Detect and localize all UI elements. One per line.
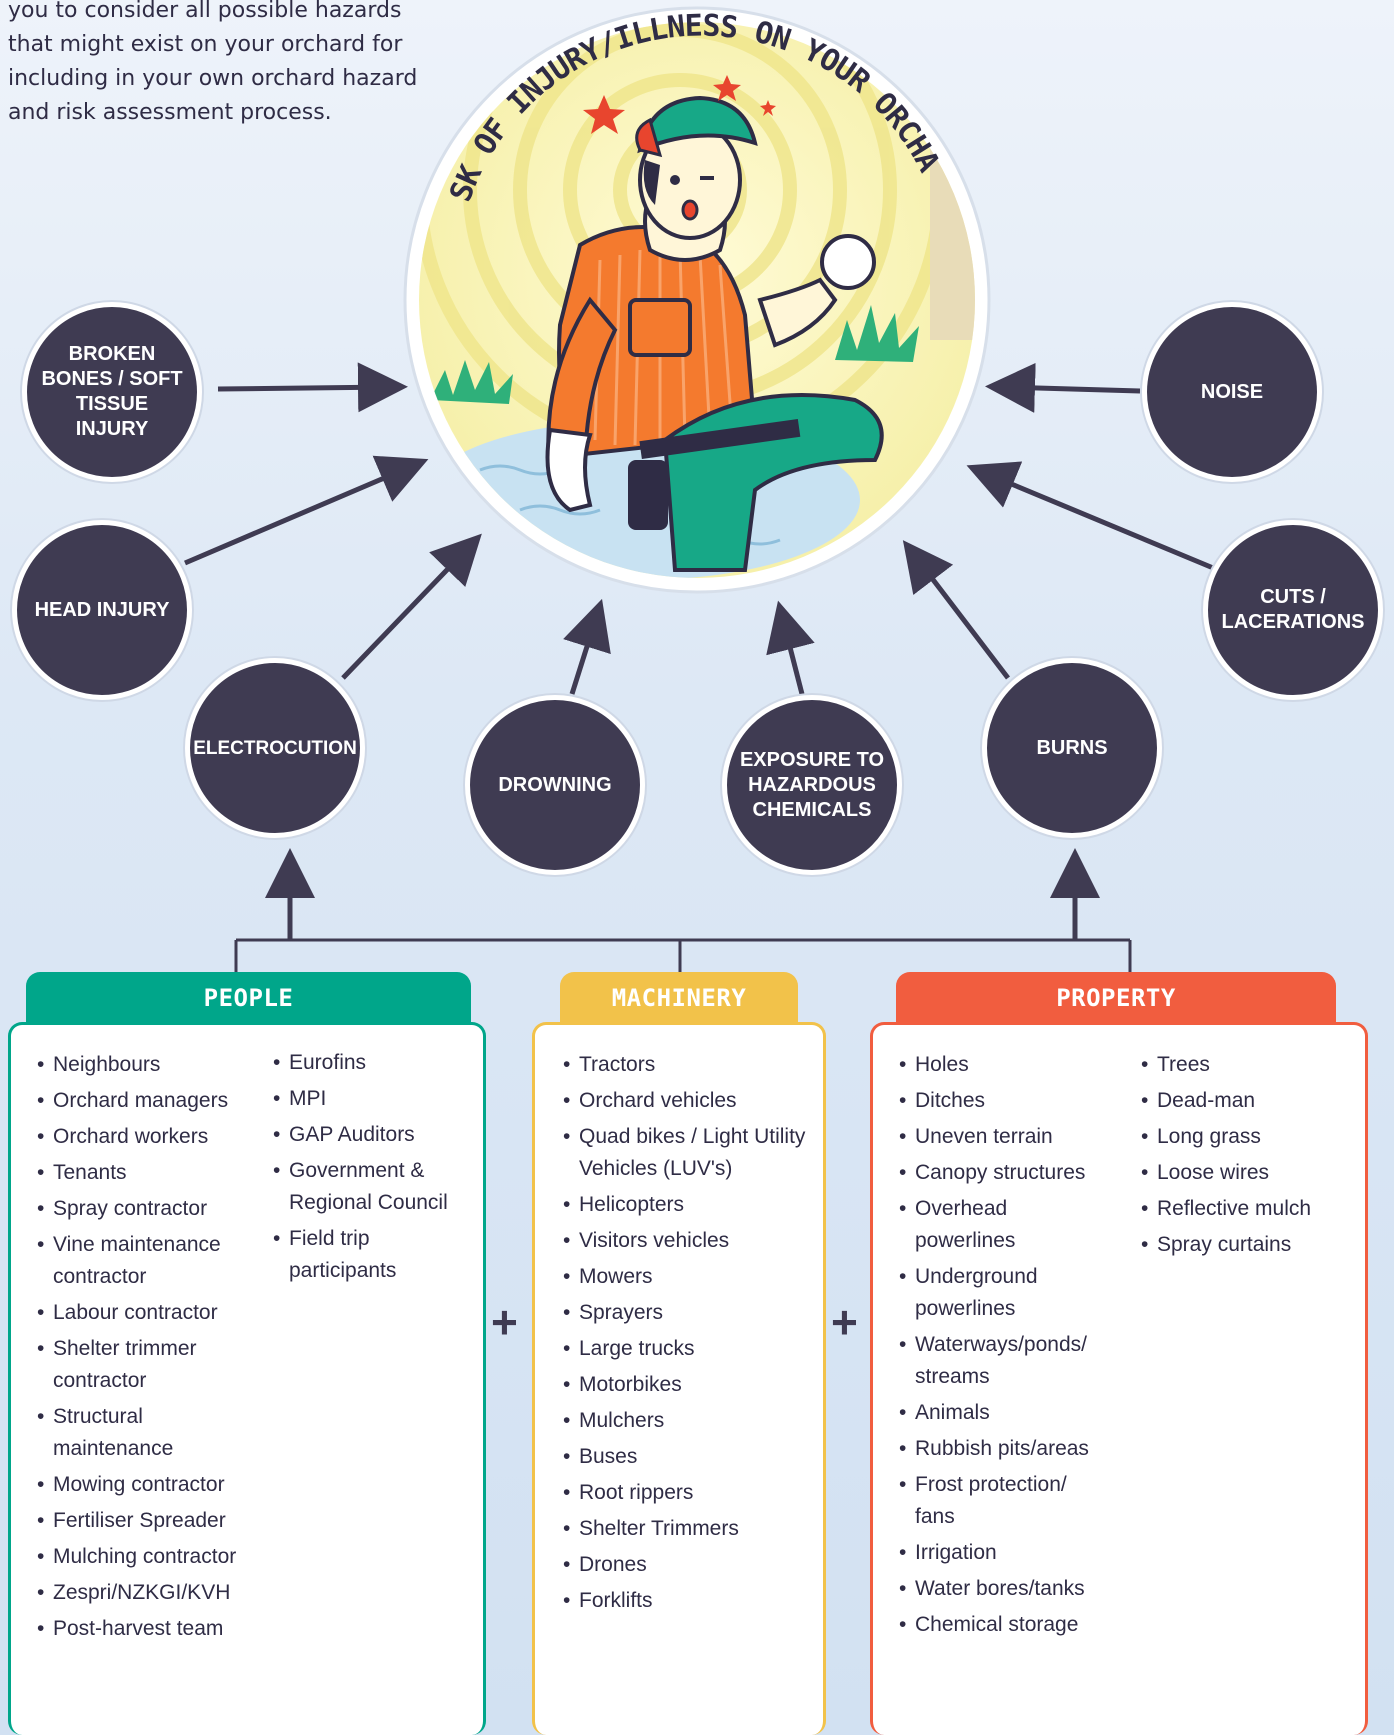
intro-line: and risk assessment process. [8, 100, 332, 125]
plus-sign: + [491, 1296, 518, 1348]
list-item: MPI [273, 1083, 473, 1115]
list-item: Irrigation [899, 1537, 1099, 1569]
machinery-list: Tractors Orchard vehicles Quad bikes / L… [563, 1049, 813, 1621]
hazard-arrows [184, 362, 1219, 940]
list-item: Root rippers [563, 1477, 813, 1509]
list-item: Rubbish pits/areas [899, 1433, 1099, 1465]
list-item: Structural maintenance [37, 1401, 267, 1465]
hazard-head-injury: HEAD INJURY [12, 520, 192, 700]
hazard-label-line: CUTS / [1260, 586, 1326, 608]
intro-line: that might exist on your orchard for [8, 32, 403, 57]
center-illustration: RISK OF INJURY/ILLNESS ON YOUR ORCHARD [0, 0, 991, 594]
list-item: Mulching contractor [37, 1541, 267, 1573]
list-item: Loose wires [1141, 1157, 1361, 1189]
hazard-label-line: DROWNING [498, 773, 612, 796]
list-item: Mulchers [563, 1405, 813, 1437]
list-item: Spray contractor [37, 1193, 267, 1225]
hazard-cuts: CUTS / LACERATIONS [1203, 520, 1383, 700]
list-item: Orchard managers [37, 1085, 267, 1117]
hazard-broken-bones: BROKEN BONES / SOFT TISSUE INJURY [22, 302, 202, 482]
list-item: Large trucks [563, 1333, 813, 1365]
list-item: Underground powerlines [899, 1261, 1099, 1325]
list-item: Dead-man [1141, 1085, 1361, 1117]
list-item: Spray curtains [1141, 1229, 1361, 1261]
list-item: Ditches [899, 1085, 1099, 1117]
hazard-label-line: HEAD INJURY [34, 598, 170, 621]
hazard-label-line: EXPOSURE TO [739, 748, 885, 771]
people-list-col2: Eurofins MPI GAP Auditors Government & R… [273, 1047, 473, 1291]
hazard-label-line: CHEMICALS [752, 798, 872, 821]
list-item: Tenants [37, 1157, 267, 1189]
hazard-label-line: ELECTROCUTION [193, 737, 357, 759]
list-item: Mowers [563, 1261, 813, 1293]
list-item: Orchard vehicles [563, 1085, 813, 1117]
list-item: Trees [1141, 1049, 1361, 1081]
list-item: Waterways/ponds/ streams [899, 1329, 1099, 1393]
list-item: Canopy structures [899, 1157, 1099, 1189]
property-tab: PROPERTY [896, 972, 1336, 1024]
list-item: Post-harvest team [37, 1613, 267, 1645]
list-item: GAP Auditors [273, 1119, 473, 1151]
people-panel: Neighbours Orchard managers Orchard work… [8, 1022, 486, 1735]
list-item: Mowing contractor [37, 1469, 267, 1501]
property-list-col2: Trees Dead-man Long grass Loose wires Re… [1141, 1049, 1361, 1265]
list-item: Motorbikes [563, 1369, 813, 1401]
list-item: Fertiliser Spreader [37, 1505, 267, 1537]
hazard-label-line: NOISE [1200, 380, 1264, 403]
people-list-col1: Neighbours Orchard managers Orchard work… [37, 1049, 267, 1649]
hazard-label-line: BURNS [1036, 736, 1108, 759]
list-item: Overhead powerlines [899, 1193, 1099, 1257]
category-connector [234, 938, 1132, 972]
property-panel: Holes Ditches Uneven terrain Canopy stru… [870, 1022, 1368, 1735]
list-item: Water bores/tanks [899, 1573, 1099, 1605]
list-item: Labour contractor [37, 1297, 267, 1329]
intro-line: you to consider all possible hazards [8, 0, 402, 23]
property-list-col1: Holes Ditches Uneven terrain Canopy stru… [899, 1049, 1099, 1645]
list-item: Drones [563, 1549, 813, 1581]
list-item: Neighbours [37, 1049, 267, 1081]
machinery-panel: Tractors Orchard vehicles Quad bikes / L… [532, 1022, 826, 1735]
list-item: Tractors [563, 1049, 813, 1081]
list-item: Animals [899, 1397, 1099, 1429]
list-item: Holes [899, 1049, 1099, 1081]
list-item: Zespri/NZKGI/KVH [37, 1577, 267, 1609]
list-item: Shelter Trimmers [563, 1513, 813, 1545]
list-item: Visitors vehicles [563, 1225, 813, 1257]
list-item: Government & Regional Council [273, 1155, 473, 1219]
list-item: Quad bikes / Light Utility Vehicles (LUV… [563, 1121, 813, 1185]
list-item: Frost protection/ fans [899, 1469, 1099, 1533]
list-item: Helicopters [563, 1189, 813, 1221]
hazard-electrocution: ELECTROCUTION [185, 658, 365, 838]
list-item: Long grass [1141, 1121, 1361, 1153]
intro-line: including in your own orchard hazard [8, 66, 418, 91]
machinery-tab: MACHINERY [560, 972, 798, 1024]
hazard-drowning: DROWNING [465, 695, 645, 875]
hazard-burns: BURNS [982, 658, 1162, 838]
list-item: Field trip participants [273, 1223, 473, 1287]
plus-sign: + [831, 1296, 858, 1348]
hazard-label-line: BONES / SOFT [41, 368, 183, 390]
list-item: Uneven terrain [899, 1121, 1099, 1153]
list-item: Sprayers [563, 1297, 813, 1329]
hazard-label-line: HAZARDOUS [748, 773, 876, 796]
list-item: Eurofins [273, 1047, 473, 1079]
hazard-noise: NOISE [1142, 302, 1322, 482]
hazard-label-line: INJURY [75, 418, 149, 440]
list-item: Reflective mulch [1141, 1193, 1361, 1225]
list-item: Orchard workers [37, 1121, 267, 1153]
hazard-label-line: BROKEN [68, 343, 156, 365]
list-item: Chemical storage [899, 1609, 1099, 1641]
people-tab: PEOPLE [26, 972, 471, 1024]
hazard-label-line: TISSUE [75, 393, 149, 415]
hazard-label-line: LACERATIONS [1221, 611, 1365, 633]
list-item: Shelter trimmer contractor [37, 1333, 267, 1397]
intro-text: you to consider all possible hazards tha… [8, 0, 418, 130]
list-item: Forklifts [563, 1585, 813, 1617]
list-item: Vine maintenance contractor [37, 1229, 267, 1293]
list-item: Buses [563, 1441, 813, 1473]
